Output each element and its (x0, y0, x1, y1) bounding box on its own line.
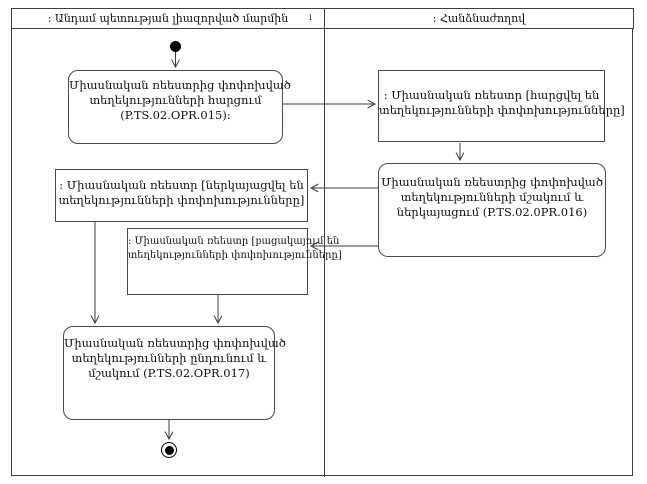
initial-node (170, 41, 181, 52)
node-text-line: : Միասնական ռեեստր [հարցվել են (383, 88, 600, 102)
node-text-line: : Միասնական ռեեստր [բացակայում են (128, 236, 340, 247)
node-text-line: Միասնական ռեեստրից փոփոխված (381, 175, 603, 189)
final-node (161, 442, 177, 458)
object-registry-changes-submitted: : Միասնական ռեեստր [ներկայացվել են տեղեկ… (55, 169, 308, 222)
node-text-line: : Միասնական ռեեստր [ներկայացվել են (59, 178, 304, 192)
node-text-line: մշակում (P.TS.02.OPR.017) (88, 366, 250, 380)
node-text-line: տեղեկությունների փոփոխությունները] (379, 103, 625, 117)
node-text-line: տեղեկությունների մշակում և (400, 190, 584, 204)
node-text-line: տեղեկությունների փոփոխությունները] (58, 193, 305, 207)
action-process-and-submit-info: Միասնական ռեեստրից փոփոխված տեղեկություն… (378, 163, 606, 257)
object-registry-queried: : Միասնական ռեեստր [հարցվել են տեղեկությ… (378, 70, 625, 142)
node-text-line: տեղեկությունների հարցում (89, 93, 262, 107)
lane-title: : Անդամ պետության լիազորված մարմին (47, 12, 289, 25)
header-tick-mark: ı (308, 12, 312, 23)
node-text-line: Միասնական ռեեստրից փոփոխված (64, 336, 286, 350)
node-text-line: ներկայացում (P.TS.02.0PR.016) (396, 205, 588, 219)
node-text-line: (P.TS.02.OPR.015)։ (120, 108, 231, 122)
lane-title: : Հանձնաժողով (432, 12, 526, 25)
action-receive-and-process-info: Միասնական ռեեստրից փոփոխված տեղեկություն… (63, 326, 286, 420)
node-text-line: տեղեկությունների փոփոխությունները] (128, 250, 342, 261)
object-registry-changes-absent: : Միասնական ռեեստր [բացակայում են տեղեկո… (127, 228, 342, 295)
node-text-line: Միասնական ռեեստրից փոփոխված (69, 78, 291, 92)
lane-divider (324, 8, 325, 477)
action-query-changed-info: Միասնական ռեեստրից փոփոխված տեղեկություն… (68, 70, 291, 144)
lane-header-member-state-body: : Անդամ պետության լիազորված մարմին ı (11, 8, 325, 29)
node-text-line: տեղեկությունների ընդունում և (71, 351, 267, 365)
final-node-dot (164, 445, 174, 455)
lane-header-commission: : Հանձնաժողով (324, 8, 634, 29)
